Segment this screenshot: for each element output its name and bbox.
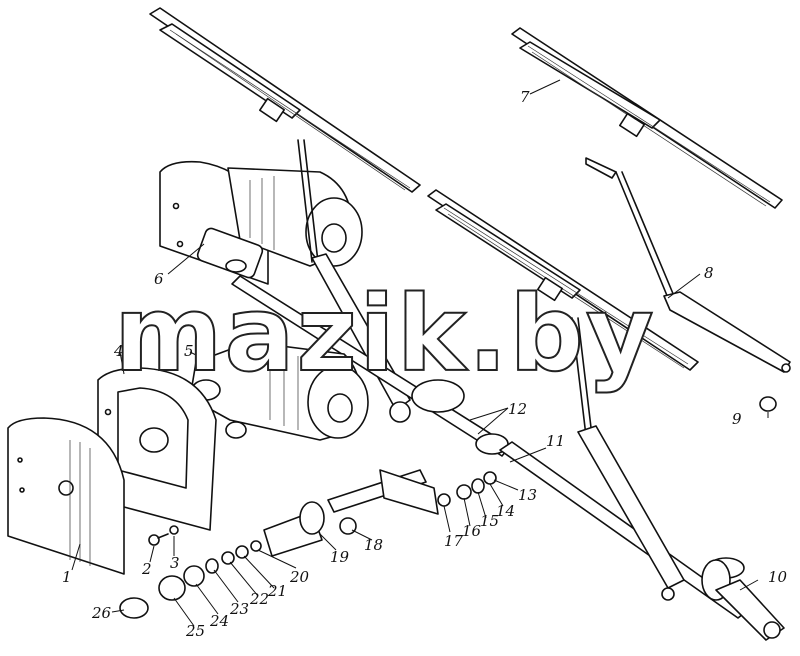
callout-14: 14 xyxy=(496,502,515,520)
washer-3 xyxy=(169,525,179,535)
leader-lines xyxy=(71,79,769,627)
callout-2: 2 xyxy=(141,560,152,578)
callout-15: 15 xyxy=(480,512,499,530)
callout-17: 17 xyxy=(444,532,464,550)
wiper-blade-7 xyxy=(511,27,783,209)
callout-24: 24 xyxy=(209,612,229,630)
callout-labels: 1 2 3 4 5 6 7 8 9 10 11 12 13 14 15 16 1… xyxy=(62,88,788,640)
callout-18: 18 xyxy=(364,536,383,554)
callout-11: 11 xyxy=(546,432,565,450)
cover-plate-1 xyxy=(7,417,125,575)
callout-22: 22 xyxy=(249,590,269,608)
link-rod-11 xyxy=(499,425,749,619)
callout-8: 8 xyxy=(704,264,714,282)
callout-12: 12 xyxy=(508,400,527,418)
callout-4: 4 xyxy=(113,342,124,360)
wiper-blade-middle xyxy=(427,189,699,371)
callout-9: 9 xyxy=(732,410,742,428)
small-parts xyxy=(119,396,777,619)
wiper-arm-8 xyxy=(585,157,791,373)
motor-assembly-lower xyxy=(188,341,369,441)
callout-19: 19 xyxy=(330,548,350,566)
callout-25: 25 xyxy=(185,622,205,640)
callout-20: 20 xyxy=(289,568,310,586)
mounting-plate-4 xyxy=(97,367,217,531)
callout-23: 23 xyxy=(229,600,249,618)
callout-5: 5 xyxy=(184,342,194,360)
callout-1: 1 xyxy=(62,568,72,586)
screw-2 xyxy=(148,533,169,546)
wiper-blade-left xyxy=(149,7,421,193)
callout-3: 3 xyxy=(170,554,180,572)
callout-10: 10 xyxy=(768,568,788,586)
callout-6: 6 xyxy=(154,270,164,288)
pivot-assembly-10 xyxy=(701,557,785,641)
callout-16: 16 xyxy=(462,522,482,540)
callout-7: 7 xyxy=(520,88,530,106)
callout-13: 13 xyxy=(518,486,537,504)
callout-21: 21 xyxy=(267,582,287,600)
callout-26: 26 xyxy=(91,604,112,622)
watermark: mazik.by xyxy=(114,273,656,395)
motor-assembly-upper xyxy=(159,160,363,285)
